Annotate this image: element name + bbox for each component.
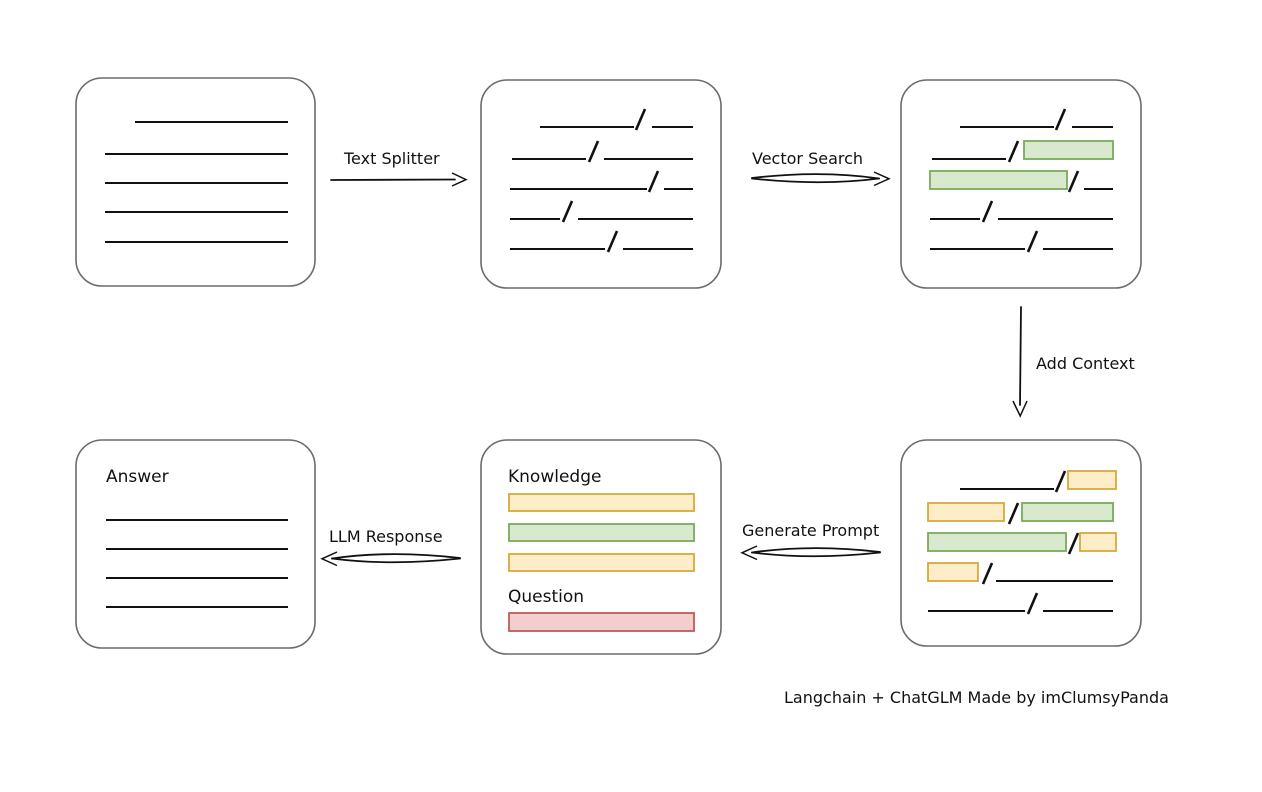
arrow-vector-search: Vector Search <box>751 149 891 187</box>
question-bar <box>508 612 695 632</box>
split-chunks-lines <box>510 108 693 253</box>
highlight-green <box>1023 140 1114 160</box>
arrow-generate-prompt: Generate Prompt <box>740 521 881 561</box>
node-split-chunks[interactable] <box>480 79 722 289</box>
context-chunks-lines <box>927 470 1117 615</box>
answer-lines <box>106 519 288 608</box>
highlight-green <box>927 532 1067 552</box>
prompt-knowledge-heading: Knowledge <box>508 467 601 487</box>
node-vector-matched-chunks[interactable] <box>900 79 1142 289</box>
arrow-add-context-label: Add Context <box>1036 354 1135 373</box>
highlight-yellow <box>927 562 979 582</box>
arrow-text-splitter-label: Text Splitter <box>343 149 440 168</box>
highlight-green <box>929 170 1068 190</box>
answer-box[interactable] <box>75 439 316 649</box>
answer-label: Answer <box>106 467 169 487</box>
arrowhead-icon <box>451 172 468 187</box>
arrowhead-icon <box>1012 400 1028 418</box>
prompt-question-heading: Question <box>508 587 584 607</box>
node-context-chunks[interactable] <box>900 439 1142 647</box>
arrow-vector-search-label: Vector Search <box>752 149 863 168</box>
arrowhead-icon <box>873 171 891 187</box>
node-source-document[interactable] <box>75 77 316 287</box>
arrow-add-context: Add Context <box>1012 306 1135 418</box>
node-answer[interactable]: Answer <box>75 439 316 649</box>
knowledge-bar <box>508 553 695 572</box>
highlight-yellow <box>927 502 1005 522</box>
arrowhead-icon <box>320 551 338 567</box>
highlight-yellow <box>1067 470 1117 490</box>
node-prompt[interactable]: Knowledge Question <box>480 439 722 655</box>
split-chunks-box[interactable] <box>480 79 722 289</box>
arrow-text-splitter: Text Splitter <box>330 149 468 187</box>
highlight-yellow <box>1079 532 1117 552</box>
source-document-lines <box>105 121 288 243</box>
knowledge-bar <box>508 493 695 512</box>
diagram-caption: Langchain + ChatGLM Made by imClumsyPand… <box>784 688 1169 707</box>
highlight-green <box>1021 502 1114 522</box>
arrow-llm-response: LLM Response <box>320 527 461 567</box>
knowledge-bar <box>508 523 695 542</box>
vector-matched-chunks-lines <box>929 108 1114 253</box>
arrow-llm-response-label: LLM Response <box>329 527 443 546</box>
arrowhead-icon <box>740 545 758 561</box>
arrow-generate-prompt-label: Generate Prompt <box>742 521 879 540</box>
